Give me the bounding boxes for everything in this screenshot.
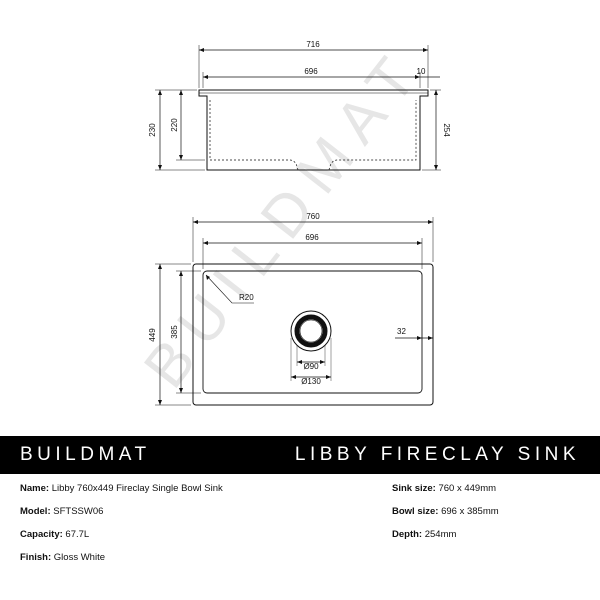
dim-side-height-inner: 220 — [170, 118, 179, 132]
dim-side-depth: 254 — [442, 123, 451, 137]
spec-model-label: Model: — [20, 506, 51, 517]
spec-name-value: Libby 760x449 Fireclay Single Bowl Sink — [51, 483, 223, 494]
brand-name: BUILDMAT — [20, 444, 151, 465]
spec-bowl-size-label: Bowl size: — [392, 506, 439, 517]
spec-depth-value: 254mm — [424, 529, 457, 540]
dim-side-height-outer: 230 — [148, 123, 157, 137]
spec-name-label: Name: — [20, 483, 50, 494]
dim-waste-outer: Ø130 — [301, 377, 321, 386]
top-sink-bowl — [202, 270, 423, 394]
spec-capacity-label: Capacity: — [20, 529, 63, 540]
spec-depth: Depth: 254mm — [392, 529, 456, 541]
spec-sink-size-label: Sink size: — [392, 483, 436, 494]
spec-model: Model: SFTSSW06 — [20, 506, 103, 518]
technical-drawing: BUILDMAT 716 696 10 2 — [131, 35, 451, 406]
dim-waste-inner: Ø90 — [303, 362, 319, 371]
product-title: LIBBY FIRECLAY SINK — [294, 444, 580, 465]
dim-side-bowl-width: 696 — [304, 67, 318, 76]
spec-bowl-size-value: 696 x 385mm — [441, 506, 499, 517]
dim-offset: 32 — [397, 327, 406, 336]
side-sink-outline — [198, 89, 429, 171]
dim-top-overall-width: 760 — [306, 212, 320, 221]
waste-outer — [290, 310, 332, 352]
top-view-arrows — [158, 220, 433, 405]
spec-finish-label: Finish: — [20, 552, 52, 563]
top-sink-outer — [192, 263, 434, 406]
spec-model-value: SFTSSW06 — [53, 506, 104, 517]
spec-capacity: Capacity: 67.7L — [20, 529, 89, 541]
spec-finish-value: Gloss White — [53, 552, 105, 563]
spec-name: Name: Libby 760x449 Fireclay Single Bowl… — [20, 483, 223, 495]
spec-depth-label: Depth: — [392, 529, 423, 540]
spec-capacity-value: 67.7L — [65, 529, 90, 540]
waste-inner — [294, 314, 328, 348]
side-view — [155, 45, 441, 171]
side-sink-interior — [209, 100, 417, 171]
title-banner: BUILDMAT LIBBY FIRECLAY SINK — [0, 436, 600, 474]
dim-side-overall-width: 716 — [306, 40, 320, 49]
spec-sink-size-value: 760 x 449mm — [438, 483, 497, 494]
top-view — [155, 217, 434, 406]
spec-sink-size: Sink size: 760 x 449mm — [392, 483, 496, 495]
spec-bowl-size: Bowl size: 696 x 385mm — [392, 506, 499, 518]
spec-finish: Finish: Gloss White — [20, 552, 105, 564]
dim-side-rim: 10 — [417, 67, 426, 76]
dim-top-bowl-width: 696 — [305, 233, 319, 242]
dim-top-overall-depth: 449 — [148, 328, 157, 342]
dim-top-bowl-depth: 385 — [170, 325, 179, 339]
dim-radius: R20 — [239, 293, 254, 302]
